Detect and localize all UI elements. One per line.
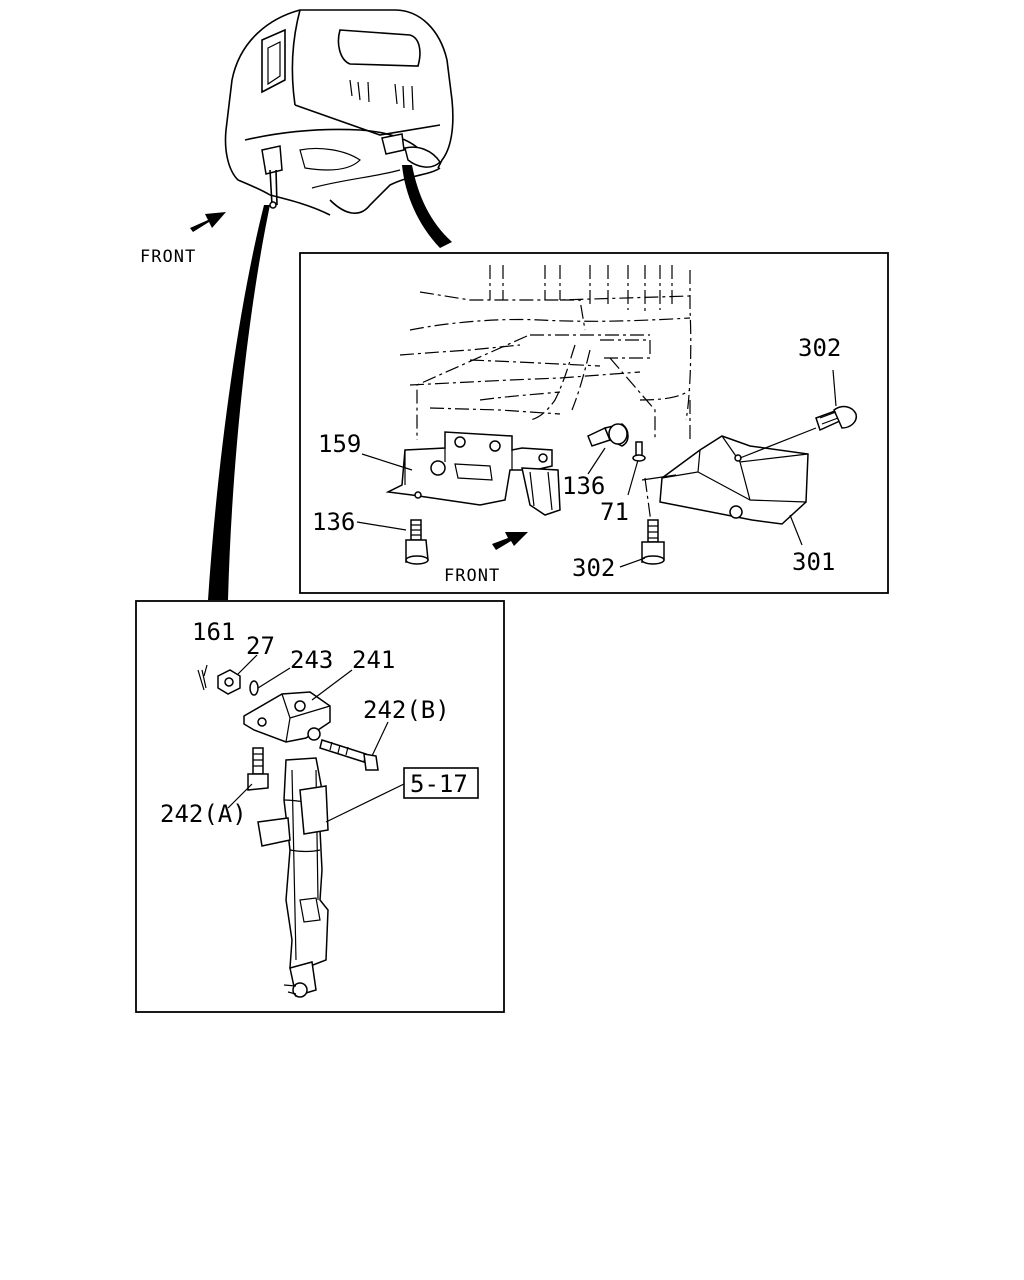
cab-overview-illustration (208, 9, 454, 600)
front-arrow-icon (492, 532, 528, 550)
callout-241: 241 (352, 646, 395, 674)
detail-box-bracket (299, 252, 889, 594)
callout-136-left: 136 (312, 508, 355, 536)
front-label: FRONT (444, 566, 500, 586)
callout-302-bottom: 302 (572, 554, 615, 582)
steering-column-illustration (197, 654, 405, 998)
front-arrow-icon (190, 212, 226, 232)
callout-302-top: 302 (798, 334, 841, 362)
reference-5-17[interactable]: 5-17 (403, 767, 479, 799)
callout-243: 243 (290, 646, 333, 674)
callout-242-a: 242(A) (160, 800, 247, 828)
bracket-detail-illustration (385, 265, 858, 565)
reference-label: 5-17 (410, 770, 468, 798)
callout-71: 71 (600, 498, 629, 526)
front-direction-indicator-top: FRONT (140, 212, 226, 267)
front-label: FRONT (140, 247, 196, 267)
front-direction-indicator-box: FRONT (444, 532, 528, 586)
callout-27: 27 (246, 632, 275, 660)
callout-161: 161 (192, 618, 235, 646)
callout-301: 301 (792, 548, 835, 576)
detail-box-steering-column (135, 600, 505, 1013)
callout-159: 159 (318, 430, 361, 458)
callout-242-b: 242(B) (363, 696, 450, 724)
callout-136-right: 136 (562, 472, 605, 500)
reference-box (403, 767, 479, 799)
leaders-box-1 (356, 369, 837, 568)
